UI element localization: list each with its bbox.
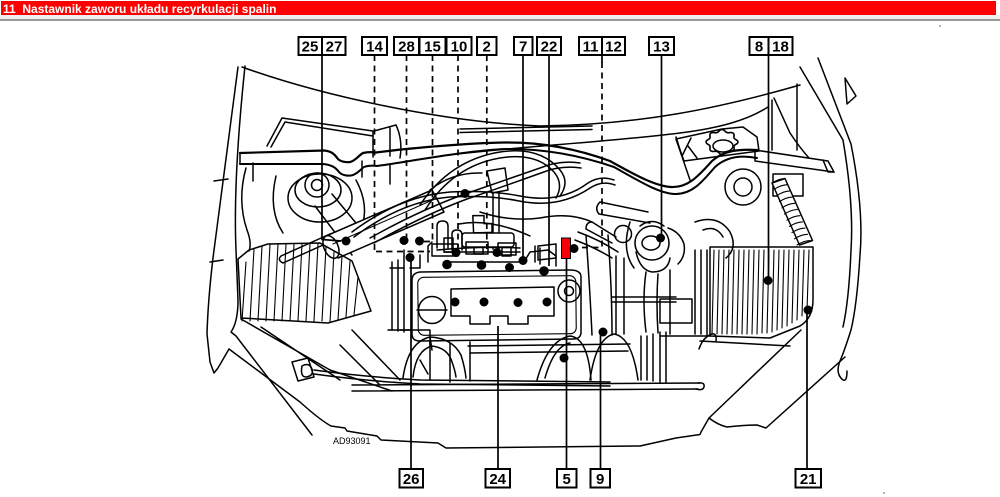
svg-text:7: 7	[519, 39, 527, 56]
svg-text:26: 26	[403, 471, 420, 488]
svg-text:5: 5	[563, 471, 571, 488]
svg-text:11: 11	[583, 39, 599, 56]
svg-text:22: 22	[541, 39, 558, 56]
svg-text:8: 8	[755, 39, 763, 56]
svg-text:12: 12	[605, 39, 622, 56]
svg-text:15: 15	[424, 39, 441, 56]
svg-text:28: 28	[398, 39, 415, 56]
svg-text:14: 14	[366, 39, 383, 56]
svg-text:9: 9	[596, 471, 604, 488]
svg-text:25: 25	[302, 39, 319, 56]
svg-text:13: 13	[653, 39, 670, 56]
svg-text:AD93091: AD93091	[333, 436, 371, 446]
svg-text:24: 24	[489, 471, 506, 488]
svg-text:21: 21	[800, 471, 817, 488]
svg-text:10: 10	[451, 39, 468, 56]
svg-text:27: 27	[326, 39, 343, 56]
svg-text:18: 18	[772, 39, 789, 56]
svg-text:2: 2	[483, 39, 491, 56]
